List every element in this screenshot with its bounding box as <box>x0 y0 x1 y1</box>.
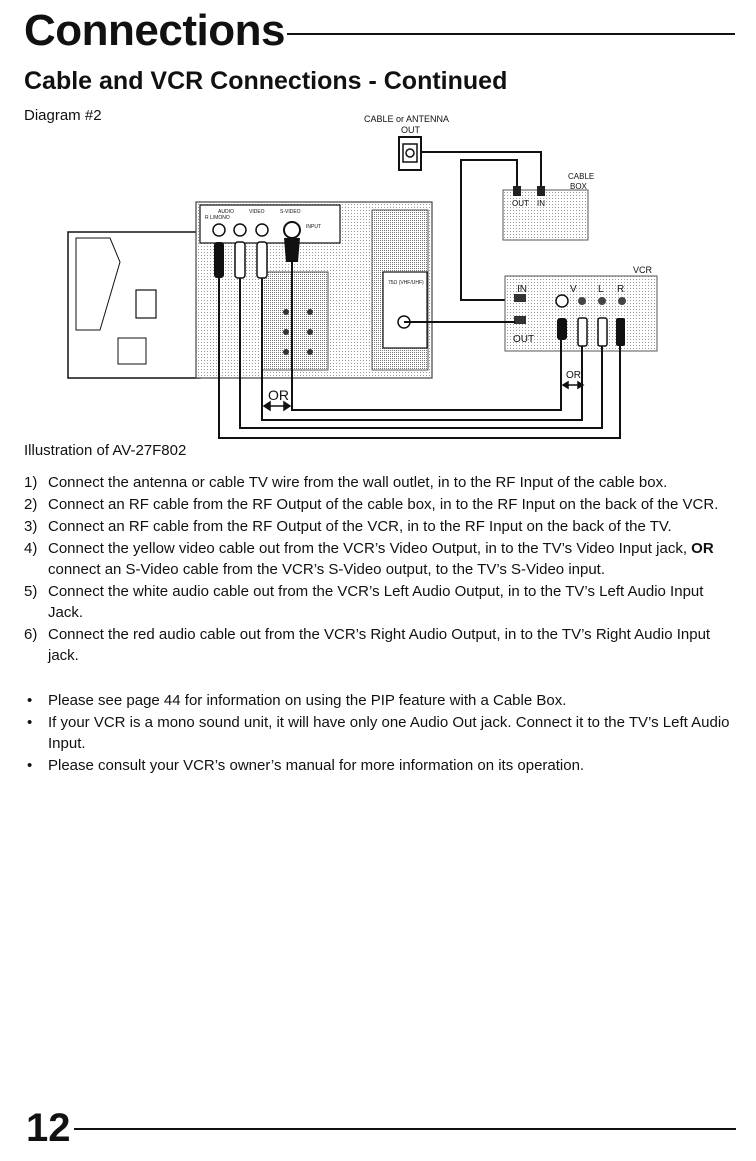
vcr-cable-plugs <box>557 317 625 347</box>
section-subtitle: Cable and VCR Connections - Continued <box>24 67 508 95</box>
or-arrow-vcr <box>561 380 585 390</box>
note-item: • Please consult your VCR’s owner’s manua… <box>24 755 730 776</box>
step-text: Connect the antenna or cable TV wire fro… <box>48 474 668 491</box>
diagram-label: Diagram #2 <box>24 107 102 124</box>
tv-antenna-label: 75Ω (VHF/UHF) <box>388 280 424 286</box>
cable-box-to-vcr <box>460 159 518 301</box>
tv-rear <box>67 201 433 379</box>
step-text: Connect the yellow video cable out from … <box>48 540 687 557</box>
cable-box-out-label: OUT <box>512 199 529 208</box>
step-item: 1) Connect the antenna or cable TV wire f… <box>24 472 730 493</box>
step-text: Connect the red audio cable out from the… <box>48 626 711 664</box>
step-text: Connect the white audio cable out from t… <box>48 583 704 621</box>
vcr-in-label: IN <box>517 284 527 295</box>
step-number: 4) <box>24 540 38 557</box>
note-text: Please see page 44 for information on us… <box>48 692 567 709</box>
vcr-out-label: OUT <box>513 334 534 345</box>
title-rule <box>287 33 735 35</box>
step-item: 4) Connect the yellow video cable out fro… <box>24 538 730 580</box>
vcr-back-panel <box>504 275 658 352</box>
step-text: connect an S-Video cable from the VCR’s … <box>48 561 606 578</box>
vcr-label: VCR <box>633 265 653 275</box>
connection-diagram: CABLE or ANTENNA OUT CABLE BOX OUT IN VC… <box>67 114 658 439</box>
tv-audio-label: AUDIO <box>218 209 234 215</box>
step-emphasis: OR <box>691 540 714 557</box>
step-number: 2) <box>24 496 38 513</box>
cable-box-label-1: CABLE <box>568 172 594 181</box>
step-text: Connect an RF cable from the RF Output o… <box>48 518 672 535</box>
note-text: Please consult your VCR’s owner’s manual… <box>48 757 585 774</box>
note-item: • If your VCR is a mono sound unit, it wi… <box>24 712 730 754</box>
notes-list: • Please see page 44 for information on u… <box>24 690 730 777</box>
page-number: 12 <box>26 1106 71 1150</box>
note-text: If your VCR is a mono sound unit, it wil… <box>48 714 730 752</box>
tv-input-label: INPUT <box>306 224 321 230</box>
step-text: Connect an RF cable from the RF Output o… <box>48 496 719 513</box>
tv-lmono-label: R L/MONO <box>205 215 230 221</box>
step-item: 2) Connect an RF cable from the RF Output… <box>24 494 730 515</box>
or-indicator-tv: OR <box>268 387 289 403</box>
cable-source-label: CABLE or ANTENNA <box>364 114 449 124</box>
cable-box-label-2: BOX <box>570 182 588 191</box>
illustration-caption: Illustration of AV-27F802 <box>24 442 187 459</box>
step-number: 5) <box>24 583 38 600</box>
instruction-steps: 1) Connect the antenna or cable TV wire f… <box>24 472 730 667</box>
step-item: 5) Connect the white audio cable out from… <box>24 581 730 623</box>
bullet: • <box>27 757 33 774</box>
bullet: • <box>27 692 33 709</box>
step-item: 3) Connect an RF cable from the RF Output… <box>24 516 730 537</box>
cable-wall-to-box <box>421 151 542 190</box>
note-item: • Please see page 44 for information on u… <box>24 690 730 711</box>
footer-rule <box>74 1128 736 1130</box>
page-title: Connections <box>24 6 285 55</box>
or-arrow-tv <box>262 400 292 412</box>
step-number: 1) <box>24 474 38 491</box>
cable-box-in-label: IN <box>537 199 545 208</box>
step-number: 3) <box>24 518 38 535</box>
cable-source-port-label: OUT <box>401 125 421 135</box>
vcr-right-label: R <box>617 284 624 295</box>
step-item: 6) Connect the red audio cable out from t… <box>24 624 730 666</box>
vcr-left-label: L <box>598 284 604 295</box>
wall-outlet <box>398 136 422 171</box>
cable-box <box>502 186 589 241</box>
step-number: 6) <box>24 626 38 643</box>
tv-video-label: VIDEO <box>249 209 265 215</box>
av-cables <box>218 262 621 439</box>
vcr-video-label: V <box>570 284 577 295</box>
or-indicator-vcr: OR <box>566 370 581 381</box>
tv-svideo-label: S-VIDEO <box>280 209 301 215</box>
bullet: • <box>27 714 33 731</box>
